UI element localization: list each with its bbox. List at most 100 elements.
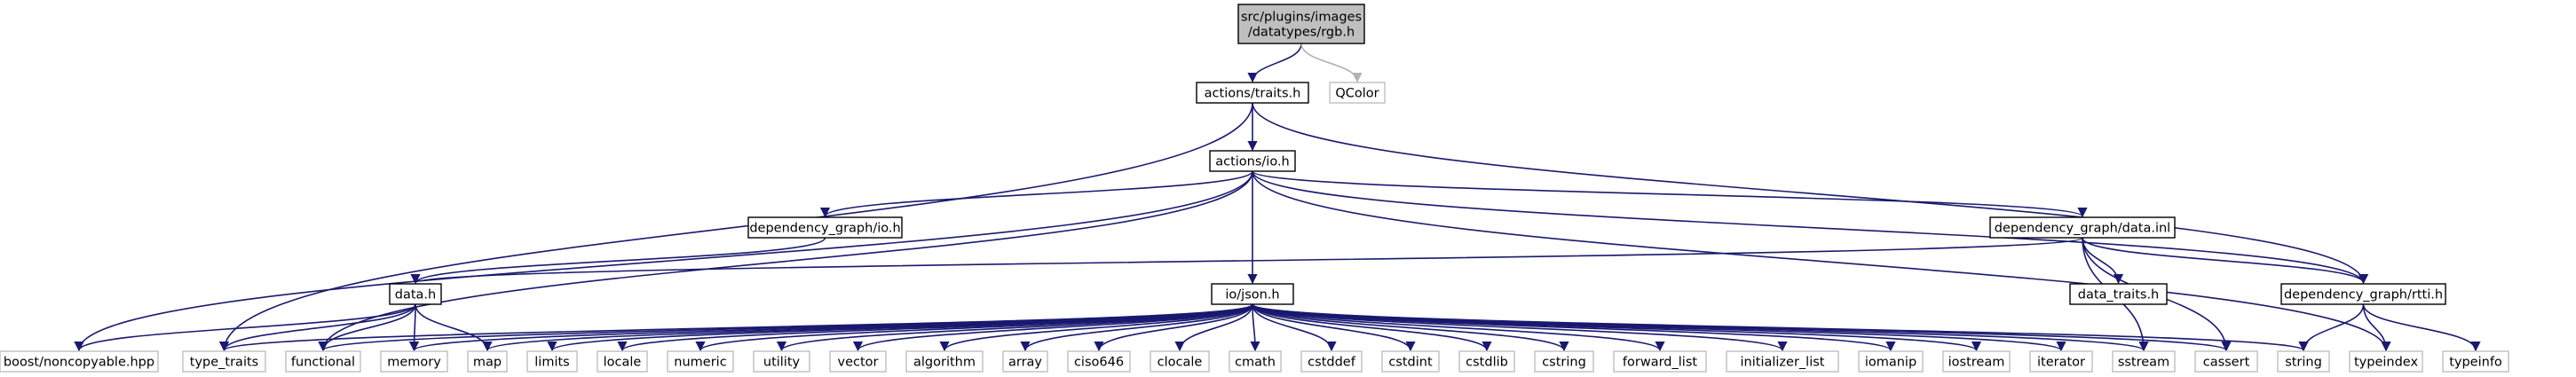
node-io-label: actions/io.h bbox=[1215, 155, 1290, 169]
node-traits[interactable]: actions/traits.h bbox=[1196, 82, 1309, 104]
node-string: string bbox=[2277, 350, 2330, 373]
node-numeric-label: numeric bbox=[674, 356, 726, 370]
node-cstddef-box bbox=[1300, 350, 1363, 373]
node-io-box bbox=[1209, 150, 1296, 172]
node-iostream: iostream bbox=[1942, 350, 2011, 373]
node-json[interactable]: io/json.h bbox=[1211, 283, 1294, 305]
node-rtti-box bbox=[2280, 283, 2446, 305]
node-memory-box bbox=[380, 350, 448, 373]
edge-json-to-iterator bbox=[1252, 303, 2066, 352]
node-map-box bbox=[467, 350, 508, 373]
node-map: map bbox=[467, 350, 508, 373]
node-iostream-box bbox=[1942, 350, 2011, 373]
node-cassert-label: cassert bbox=[2203, 356, 2250, 370]
node-typeinfo-label: typeinfo bbox=[2449, 356, 2502, 370]
node-datatraits[interactable]: data_traits.h bbox=[2069, 283, 2168, 305]
node-rgb-label: src/plugins/images bbox=[1241, 11, 1362, 25]
node-datainl-box bbox=[1989, 216, 2176, 239]
node-forward_list-label: forward_list bbox=[1623, 356, 1697, 370]
node-ciso646: ciso646 bbox=[1067, 350, 1131, 373]
node-functional-box bbox=[285, 350, 361, 373]
node-sstream: sstream bbox=[2112, 350, 2176, 373]
edge-json-to-ciso646 bbox=[1094, 303, 1253, 352]
node-limits-label: limits bbox=[534, 356, 569, 370]
node-boost-box bbox=[0, 350, 159, 373]
node-sstream-label: sstream bbox=[2118, 356, 2169, 370]
node-datah[interactable]: data.h bbox=[389, 283, 442, 305]
edge-json-to-vector bbox=[853, 303, 1253, 352]
node-cmath: cmath bbox=[1229, 350, 1282, 373]
node-typeinfo-box bbox=[2442, 350, 2509, 373]
node-cstdlib-box bbox=[1458, 350, 1515, 373]
node-functional: functional bbox=[285, 350, 361, 373]
edge-rgb-to-traits bbox=[1247, 43, 1302, 83]
node-map-label: map bbox=[473, 356, 502, 370]
node-numeric-box bbox=[667, 350, 734, 373]
node-cstdlib: cstdlib bbox=[1458, 350, 1515, 373]
node-functional-label: functional bbox=[291, 356, 355, 370]
node-rtti[interactable]: dependency_graph/rtti.h bbox=[2280, 283, 2446, 305]
node-initializer_list-box bbox=[1726, 350, 1839, 373]
node-typeindex-label: typeindex bbox=[2354, 356, 2418, 370]
node-traits-label: actions/traits.h bbox=[1205, 87, 1301, 101]
edge-datah-to-memory bbox=[408, 303, 420, 352]
node-utility: utility bbox=[753, 350, 810, 373]
edge-json-to-cstdlib bbox=[1252, 303, 1492, 352]
edge-json-to-numeric bbox=[695, 303, 1253, 352]
node-traits-box bbox=[1196, 82, 1309, 104]
node-array-box bbox=[1002, 350, 1048, 373]
node-sstream-box bbox=[2112, 350, 2176, 373]
edge-io-to-datainl bbox=[1252, 170, 2088, 218]
node-algorithm-label: algorithm bbox=[913, 356, 976, 370]
node-iomanip-label: iomanip bbox=[1865, 356, 1916, 370]
node-vector-label: vector bbox=[838, 356, 879, 370]
edge-json-to-functional bbox=[318, 303, 1253, 352]
node-algorithm-box bbox=[905, 350, 984, 373]
node-json-box bbox=[1211, 283, 1294, 305]
edge-datah-to-functional bbox=[318, 303, 416, 352]
node-io[interactable]: actions/io.h bbox=[1209, 150, 1296, 172]
node-boost-label: boost/noncopyable.hpp bbox=[4, 356, 154, 370]
node-boost: boost/noncopyable.hpp bbox=[0, 350, 159, 373]
node-type_traits-label: type_traits bbox=[190, 356, 258, 370]
node-rgb[interactable]: src/plugins/images/datatypes/rgb.h bbox=[1237, 4, 1365, 44]
node-qcolor: QColor bbox=[1329, 82, 1386, 104]
edge-traits-to-rtti bbox=[1252, 102, 2368, 285]
node-dgio-box bbox=[747, 216, 903, 239]
node-typeinfo: typeinfo bbox=[2442, 350, 2509, 373]
edge-traits-to-type_traits bbox=[218, 102, 1253, 352]
edge-io-to-rtti bbox=[1252, 170, 2368, 285]
node-datainl[interactable]: dependency_graph/data.inl bbox=[1989, 216, 2176, 239]
node-iomanip: iomanip bbox=[1858, 350, 1924, 373]
edge-datah-to-type_traits bbox=[218, 303, 416, 352]
node-cstdlib-label: cstdlib bbox=[1466, 356, 1508, 370]
node-vector-box bbox=[829, 350, 887, 373]
edge-io-to-boost bbox=[74, 170, 1253, 352]
node-dgio[interactable]: dependency_graph/io.h bbox=[747, 216, 903, 239]
node-locale-label: locale bbox=[604, 356, 642, 370]
node-cmath-label: cmath bbox=[1235, 356, 1276, 370]
node-cstdint-label: cstdint bbox=[1388, 356, 1433, 370]
edge-json-to-cstddef bbox=[1252, 303, 1337, 352]
node-forward_list: forward_list bbox=[1613, 350, 1707, 373]
node-initializer_list: initializer_list bbox=[1726, 350, 1839, 373]
edge-dgio-to-datah bbox=[410, 237, 826, 285]
edge-json-to-forward_list bbox=[1252, 303, 1665, 352]
edge-json-to-clocale bbox=[1174, 303, 1253, 352]
node-datatraits-box bbox=[2069, 283, 2168, 305]
edge-json-to-utility bbox=[777, 303, 1253, 352]
node-ciso646-label: ciso646 bbox=[1074, 356, 1124, 370]
node-cstring: cstring bbox=[1534, 350, 1594, 373]
node-locale: locale bbox=[597, 350, 648, 373]
node-iostream-label: iostream bbox=[1948, 356, 2005, 370]
node-cstddef-label: cstddef bbox=[1308, 356, 1356, 370]
edge-json-to-cmath bbox=[1250, 303, 1260, 352]
node-utility-label: utility bbox=[763, 356, 801, 370]
node-iterator-label: iterator bbox=[2037, 356, 2085, 370]
edge-json-to-locale bbox=[617, 303, 1253, 352]
node-type_traits-box bbox=[182, 350, 266, 373]
node-qcolor-label: QColor bbox=[1335, 87, 1379, 101]
node-clocale-box bbox=[1150, 350, 1210, 373]
node-clocale: clocale bbox=[1150, 350, 1210, 373]
